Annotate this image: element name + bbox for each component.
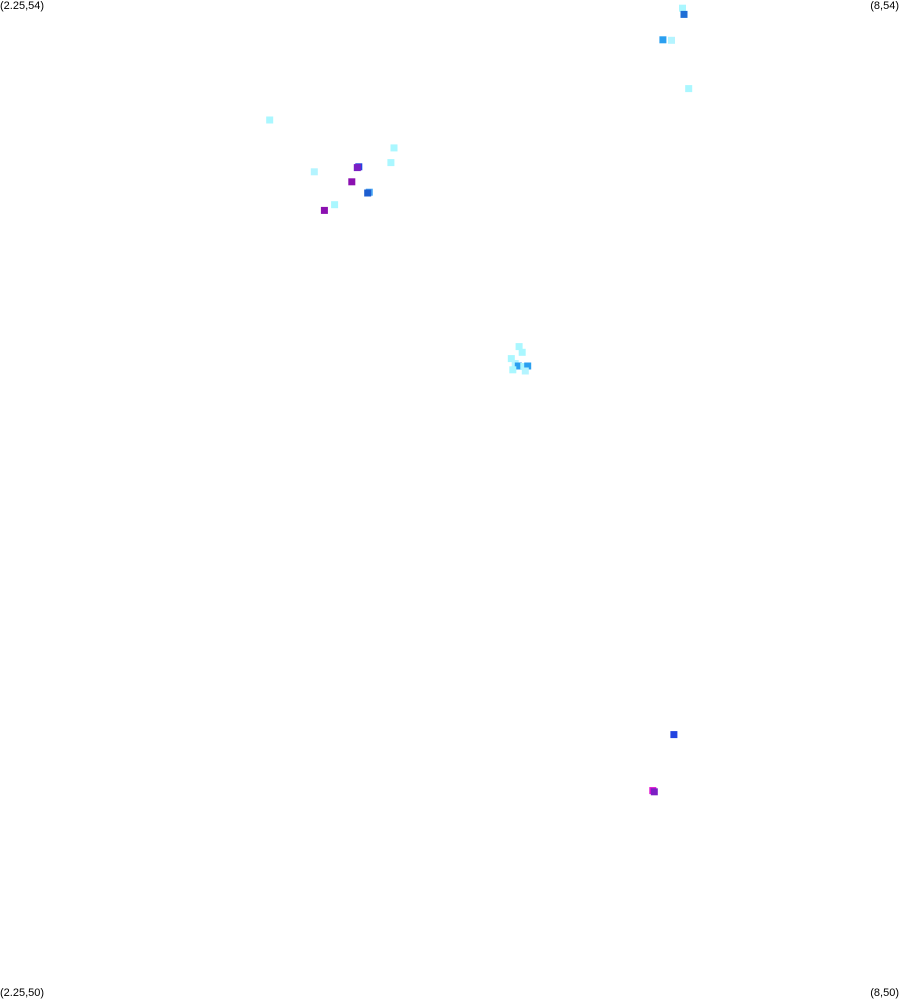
data-point-13 [364, 189, 372, 197]
corner-label-bottom-right: (8,50) [870, 987, 899, 999]
data-point-15 [320, 206, 328, 214]
data-point-22 [520, 363, 528, 370]
data-point-18 [507, 355, 515, 363]
data-point-27 [650, 788, 658, 796]
data-point-5 [266, 116, 274, 124]
corner-label-bottom-left: (2.25,50) [0, 987, 45, 999]
corner-label-top-left: (2.25,54) [0, 0, 45, 12]
data-point-25 [670, 731, 678, 739]
data-point-2 [659, 36, 667, 44]
data-point-24 [521, 367, 529, 375]
data-point-4 [685, 85, 693, 93]
data-point-8 [310, 168, 318, 176]
data-point-1 [680, 10, 688, 18]
data-point-14 [331, 201, 339, 209]
data-point-17 [518, 348, 526, 356]
data-point-10 [353, 164, 361, 172]
data-point-20 [514, 362, 522, 370]
data-point-0 [679, 4, 686, 12]
data-point-23 [524, 362, 532, 370]
data-point-7 [387, 159, 395, 167]
corner-label-top-right: (8,54) [870, 0, 899, 12]
data-point-11 [348, 178, 356, 186]
data-point-21 [509, 366, 517, 374]
data-point-6 [390, 144, 398, 152]
data-point-16 [515, 343, 523, 351]
data-point-3 [668, 36, 675, 44]
